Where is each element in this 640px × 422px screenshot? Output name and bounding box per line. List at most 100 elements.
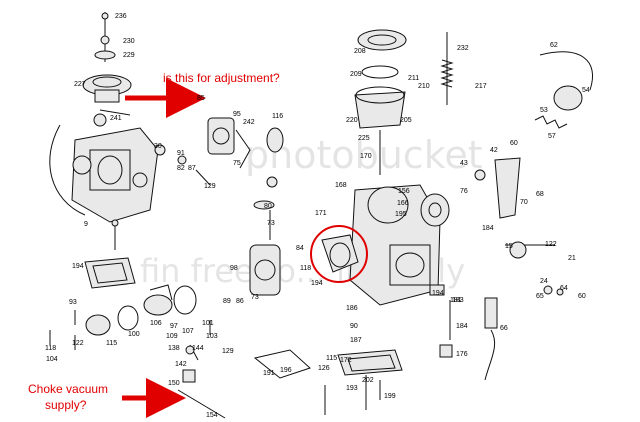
part-number: 229 [123,52,135,59]
part-number: 168 [335,182,347,189]
part-number: 85 [197,95,205,102]
part-number: 181 [450,297,462,304]
part-number: 156 [398,188,410,195]
part-number: 80 [264,203,272,210]
part-number: 202 [362,377,374,384]
part-number: 242 [243,119,255,126]
part-number: 122 [545,241,557,248]
part-number: 129 [204,183,216,190]
part-number: 76 [460,188,468,195]
part-number: 118 [300,265,311,272]
part-number: 184 [456,323,468,330]
part-number: 236 [115,13,127,20]
part-number: 104 [46,356,58,363]
part-number: 100 [128,331,140,338]
part-number: 43 [460,160,468,167]
part-number: 170 [360,153,372,160]
part-number: 220 [346,117,358,124]
part-number: 66 [500,325,508,332]
part-number: 194 [72,263,84,270]
part-number: 232 [457,45,469,52]
part-number: 118 [45,345,56,352]
adjustment-annotation: is this for adjustment? [163,71,280,85]
part-number: 195 [395,211,407,218]
part-number: 183 [452,297,464,304]
part-number: 21 [568,255,576,262]
part-number: 230 [123,38,135,45]
part-number: 106 [150,320,162,327]
part-number: 205 [400,117,412,124]
part-number: 53 [540,107,548,114]
part-number: 15 [505,243,513,250]
part-number: 24 [540,278,548,285]
right-carburetor-assembly [253,29,593,415]
part-number: 115 [106,340,117,347]
part-number: 57 [548,133,556,140]
highlight-circle [310,225,368,283]
part-number: 166 [397,200,409,207]
part-number: 73 [251,294,259,301]
part-number: 191 [263,370,275,377]
choke-annotation-line2: supply? [45,398,87,412]
part-number: 30 [154,143,162,150]
part-number: 199 [384,393,396,400]
part-number: 171 [315,210,327,217]
part-number: 122 [72,340,84,347]
part-number: 210 [418,83,430,90]
part-number: 115 [326,355,337,362]
part-number: 93 [69,299,77,306]
part-number: 225 [358,135,370,142]
part-number: 193 [346,385,358,392]
choke-annotation-line1: Choke vacuum [28,382,108,396]
part-number: 87 [188,165,196,172]
part-number: 109 [166,333,178,340]
part-number: 103 [206,333,218,340]
part-number: 194 [311,280,323,287]
part-number: 73 [267,220,275,227]
part-number: 241 [110,115,122,122]
part-number: 89 [223,298,231,305]
part-number: 176 [456,351,468,358]
part-number: 86 [236,298,244,305]
part-number: 150 [168,380,180,387]
part-number: 126 [318,365,330,372]
part-number: 144 [192,345,204,352]
part-number: 172 [340,357,352,364]
left-carburetor-assembly [49,12,284,419]
part-number: 9 [84,221,88,228]
part-number: 101 [202,320,214,327]
part-number: 97 [170,323,178,330]
part-number: 95 [233,111,241,118]
part-number: 217 [475,83,487,90]
part-number: 64 [560,285,568,292]
part-number: 142 [175,361,187,368]
part-number: 82 [177,165,185,172]
part-number: 138 [168,345,180,352]
part-number: 116 [272,113,283,120]
part-number: 186 [346,305,358,312]
part-number: 187 [350,337,362,344]
part-number: 70 [520,199,528,206]
part-number: 211 [408,75,419,82]
part-number: 209 [350,71,362,78]
part-number: 68 [536,191,544,198]
part-number: 196 [280,367,292,374]
part-number: 91 [177,150,185,157]
part-number: 65 [536,293,544,300]
part-number: 154 [206,412,218,419]
part-number: 60 [578,293,586,300]
part-number: 42 [490,147,498,154]
part-number: 208 [354,48,366,55]
part-number: 62 [550,42,558,49]
part-number: 84 [296,245,304,252]
part-number-labels: 236 230 229 227 241 85 95 242 116 30 91 … [45,13,590,419]
part-number: 75 [233,160,241,167]
part-number: 60 [510,140,518,147]
part-number: 107 [182,328,194,335]
part-number: 194 [432,290,444,297]
part-number: 184 [482,225,494,232]
part-number: 227 [74,81,86,88]
part-number: 54 [582,87,590,94]
